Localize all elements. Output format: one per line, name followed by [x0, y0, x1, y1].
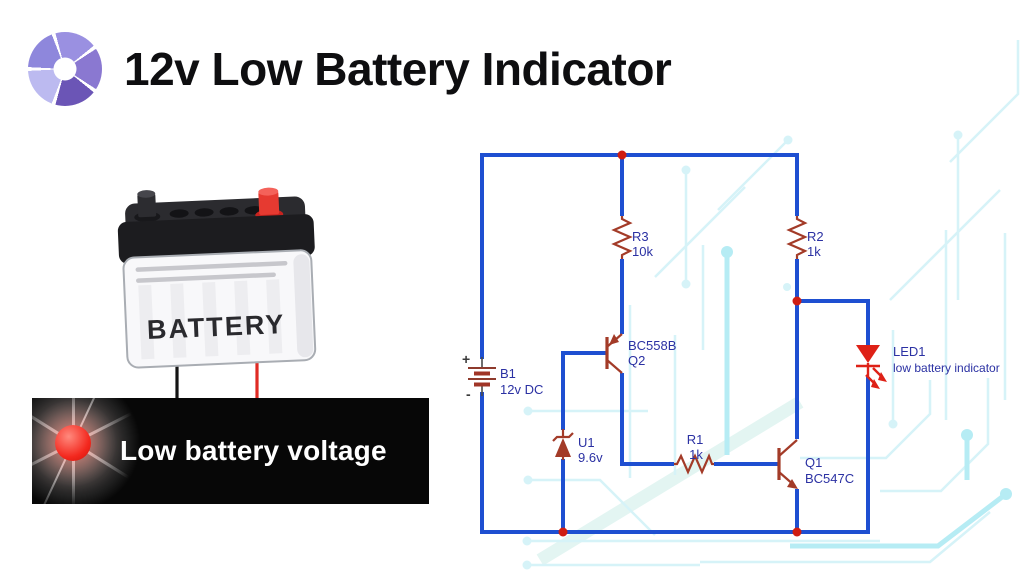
u1-value: 9.6v [578, 450, 603, 465]
b1-value: 12v DC [500, 382, 543, 397]
transistor-q2: BC558B Q2 [605, 333, 676, 374]
battery-stripes [138, 254, 314, 360]
q1-part: BC547C [805, 471, 854, 486]
b1-plus-sign: + [462, 351, 470, 367]
r2-value: 1k [807, 244, 821, 259]
b1-minus-sign: - [466, 386, 471, 402]
r3-designator: R3 [632, 229, 649, 244]
r1-value: 1k [689, 447, 703, 462]
led1-description: low battery indicator [893, 361, 1000, 375]
q2-designator: Q2 [628, 353, 645, 368]
r3-value: 10k [632, 244, 653, 259]
transistor-q1: Q1 BC547C [777, 439, 854, 489]
battery-vent-caps [169, 206, 264, 218]
resistor-r1: R1 1k [674, 432, 714, 475]
junction-dot [792, 527, 802, 537]
r2-designator: R2 [807, 229, 824, 244]
battery-b1-symbol: + - B1 12v DC [462, 351, 543, 402]
resistor-r2: R2 1k [786, 216, 824, 259]
q2-part: BC558B [628, 338, 676, 353]
zener-u1: U1 9.6v [552, 429, 603, 465]
app-logo-icon [28, 32, 102, 106]
battery-detail-line [135, 260, 288, 272]
battery-label: BATTERY [146, 309, 286, 345]
r1-designator: R1 [687, 432, 704, 447]
junction-dot [792, 296, 802, 306]
q1-designator: Q1 [805, 455, 822, 470]
u1-designator: U1 [578, 435, 595, 450]
resistor-r3: R3 10k [611, 216, 653, 259]
led1-symbol: LED1 low battery indicator [856, 344, 1000, 389]
circuit-wires [480, 153, 870, 534]
decorative-pcb-traces [522, 40, 1020, 570]
battery-negative-terminal [134, 190, 161, 222]
b1-designator: B1 [500, 366, 516, 381]
red-led-dot-icon [55, 425, 91, 461]
battery-illustration: BATTERY [117, 187, 317, 369]
led1-designator: LED1 [893, 344, 926, 359]
alert-text: Low battery voltage [120, 435, 387, 466]
junction-dots [558, 150, 802, 537]
alert-banner: Low battery voltage [32, 398, 429, 504]
junction-dot [558, 527, 568, 537]
page-title: 12v Low Battery Indicator [124, 43, 672, 95]
battery-detail-line [136, 272, 276, 283]
junction-dot [617, 150, 627, 160]
